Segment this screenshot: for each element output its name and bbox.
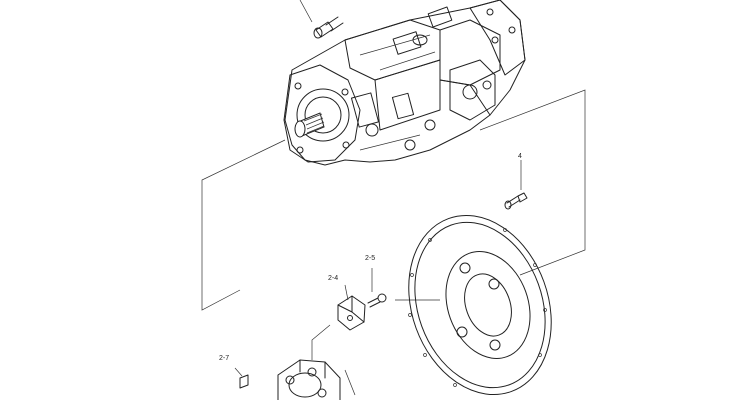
callout-label-bolt: 4 bbox=[518, 153, 522, 160]
coupling-bolt-part bbox=[234, 367, 249, 389]
callout-label-coupling-insert: 2-4 bbox=[328, 275, 338, 282]
coupling-insert-part bbox=[337, 284, 366, 331]
bolt-part bbox=[504, 160, 528, 210]
hydraulic-pump-assembly bbox=[283, 0, 526, 166]
pump-mounting-bolt bbox=[313, 16, 344, 39]
assembly-guide-lines bbox=[201, 0, 586, 396]
coupling-hub-bolt-part bbox=[367, 268, 387, 308]
coupling-body-part bbox=[277, 359, 341, 400]
pump-flange bbox=[283, 64, 361, 163]
callout-label-coupling-bolt: 2-7 bbox=[219, 355, 229, 362]
flywheel-housing-disc bbox=[408, 214, 552, 396]
pump-spline-shaft bbox=[294, 112, 325, 138]
callout-label-coupling-hub-bolt: 2-5 bbox=[365, 255, 375, 262]
